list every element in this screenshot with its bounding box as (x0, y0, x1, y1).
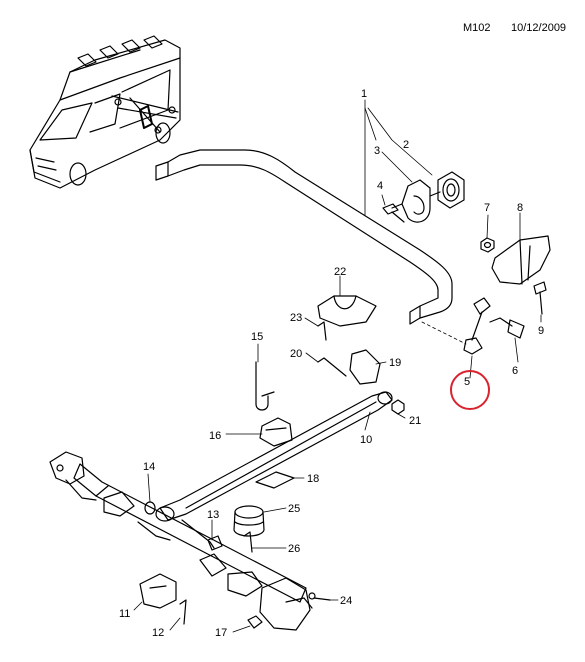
bolt-17 (247, 615, 263, 629)
bracket-8 (491, 235, 551, 285)
part-label-10: 10 (360, 434, 372, 446)
bump-stop (233, 505, 265, 537)
nut-7 (480, 237, 495, 253)
part-label-5: 5 (464, 376, 470, 388)
part-label-6: 6 (512, 365, 518, 377)
bolt-24 (313, 597, 331, 601)
bolt-13 (181, 519, 223, 551)
part-label-20: 20 (290, 348, 302, 360)
diagram-date: 10/12/2009 (511, 22, 567, 34)
bracket-11 (139, 573, 177, 609)
bolt-6 (489, 317, 525, 339)
bracket-19 (349, 349, 381, 385)
part-label-8: 8 (517, 202, 523, 214)
u-bolt (255, 361, 275, 411)
part-label-21: 21 (409, 415, 421, 427)
part-label-13: 13 (207, 509, 219, 521)
leader-lines (133, 99, 542, 633)
part-label-16: 16 (209, 430, 221, 442)
part-label-22: 22 (334, 266, 346, 278)
diagram-code: M102 (463, 22, 491, 34)
part-label-18: 18 (307, 473, 319, 485)
assembly-guide-line (421, 321, 467, 345)
part-label-2: 2 (403, 139, 409, 151)
bolt-12 (179, 599, 187, 625)
part-label-1: 1 (361, 88, 367, 100)
bush (437, 171, 465, 209)
washer-14 (144, 501, 156, 515)
part-label-25: 25 (288, 503, 300, 515)
clamp (391, 179, 441, 223)
part-label-26: 26 (288, 543, 300, 555)
part-label-15: 15 (251, 331, 263, 343)
part-label-23: 23 (290, 312, 302, 324)
plate-18 (255, 471, 295, 489)
part-label-17: 17 (215, 627, 227, 639)
part-label-9: 9 (538, 325, 544, 337)
part-label-14: 14 (143, 461, 155, 473)
part-label-4: 4 (377, 180, 383, 192)
leaf-spring (155, 391, 393, 522)
van-thumbnail (29, 35, 181, 189)
bracket-22 (317, 295, 377, 327)
rear-axle (49, 451, 316, 631)
bolt-23 (317, 321, 327, 341)
plate-16 (259, 417, 293, 447)
bolt-9 (533, 281, 547, 315)
stabilizer-link (463, 297, 491, 355)
nut-21 (391, 399, 405, 415)
part-label-7: 7 (484, 202, 490, 214)
bolt-20 (317, 357, 347, 377)
part-label-12: 12 (152, 627, 164, 639)
part-label-24: 24 (340, 595, 352, 607)
anti-roll-bar (155, 149, 453, 325)
highlight-circle (450, 370, 490, 410)
part-label-3: 3 (374, 145, 380, 157)
part-label-19: 19 (389, 357, 401, 369)
part-label-11: 11 (119, 608, 130, 620)
bolt-4 (382, 203, 405, 223)
bolt-26 (243, 531, 253, 553)
